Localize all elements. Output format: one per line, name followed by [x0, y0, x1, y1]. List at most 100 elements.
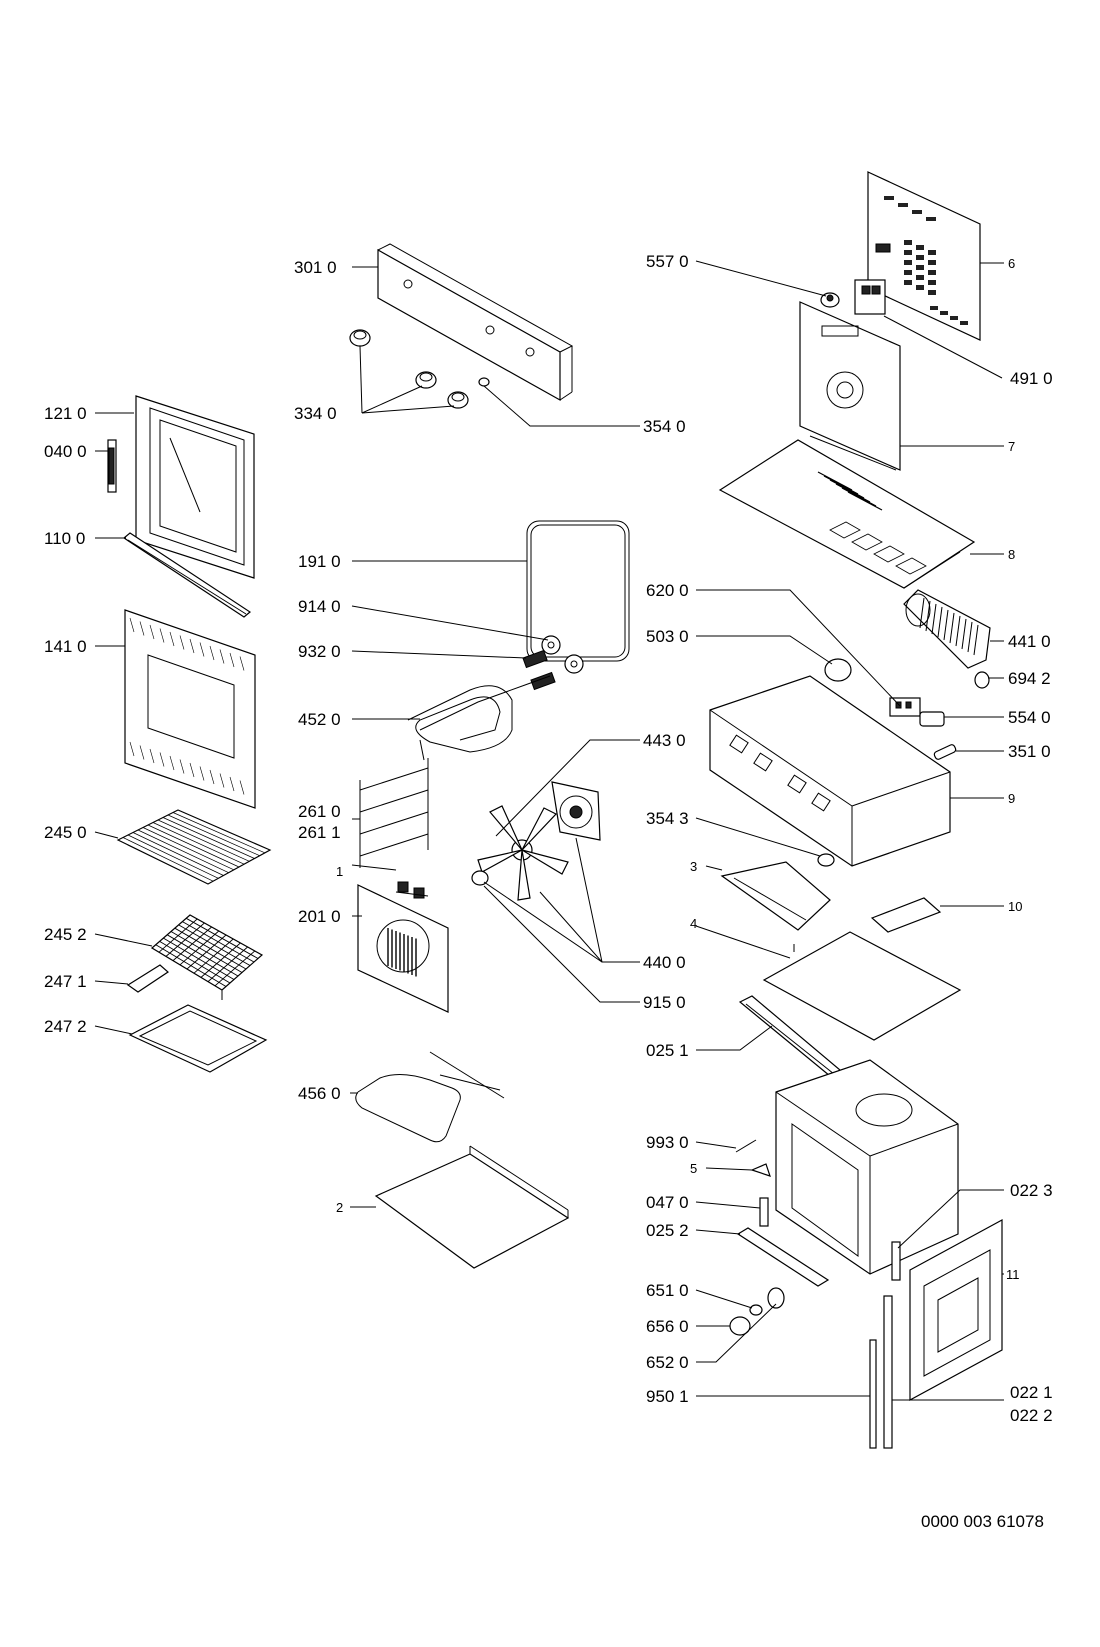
- bracket-022-3: [891, 1241, 901, 1281]
- label-354-3: 354 3: [646, 809, 689, 828]
- grill-heating-element: [407, 675, 551, 761]
- inner-door-frame: [135, 395, 255, 579]
- label-261-1: 261 1: [298, 823, 341, 842]
- label-191-0: 191 0: [298, 552, 341, 571]
- rear-cover-panel: [867, 171, 981, 341]
- front-frame: [909, 1218, 1003, 1402]
- label-7: 7: [1008, 439, 1015, 454]
- label-10: 10: [1008, 899, 1022, 914]
- timer-unit: [824, 658, 852, 682]
- label-261-0: 261 0: [298, 802, 341, 821]
- oven-top-plate: [762, 931, 962, 1041]
- label-452-0: 452 0: [298, 710, 341, 729]
- label-110-0: 110 0: [44, 529, 85, 548]
- label-557-0: 557 0: [646, 252, 689, 271]
- label-247-1: 247 1: [44, 972, 87, 991]
- rear-panel-clip: [395, 881, 429, 899]
- control-panel-front: [377, 243, 574, 402]
- label-025-1: 025 1: [646, 1041, 689, 1060]
- label-047-0: 047 0: [646, 1193, 689, 1212]
- label-8: 8: [1008, 547, 1015, 562]
- label-121-0: 121 0: [44, 404, 87, 423]
- thermostat-switch: [820, 292, 840, 308]
- label-141-0: 141 0: [44, 637, 87, 656]
- rear-fan-panel: [357, 884, 449, 1013]
- label-503-0: 503 0: [646, 627, 689, 646]
- fan-nut: [471, 870, 489, 886]
- label-652-0: 652 0: [646, 1353, 689, 1372]
- label-993-0: 993 0: [646, 1133, 689, 1152]
- side-rail-025-2: [736, 1227, 830, 1287]
- label-025-2: 025 2: [646, 1221, 689, 1240]
- part-labels: 301 0 334 0 354 0 121 0 040 0 110 0 141 …: [44, 252, 1053, 1531]
- label-9: 9: [1008, 791, 1015, 806]
- rear-mounting-plate: [799, 301, 901, 471]
- fan-motor: [551, 781, 601, 841]
- label-247-2: 247 2: [44, 1017, 87, 1036]
- small-cover-plate: [870, 897, 942, 933]
- control-housing: [709, 675, 951, 867]
- side-shelf-rails: [359, 758, 429, 868]
- tangential-fan: [903, 589, 991, 669]
- element-nuts: [522, 635, 584, 691]
- oven-cavity: [775, 1059, 959, 1275]
- rail-022: [883, 1295, 893, 1449]
- label-694-2: 694 2: [1008, 669, 1051, 688]
- label-3: 3: [690, 859, 697, 874]
- clip-5: [750, 1163, 771, 1177]
- fan-blade: [477, 805, 569, 901]
- indicator-lens: [478, 377, 490, 387]
- label-6: 6: [1008, 256, 1015, 271]
- knob-651: [749, 1304, 763, 1316]
- label-1: 1: [336, 864, 343, 879]
- bottom-cover-plate: [374, 1145, 570, 1269]
- label-354-0: 354 0: [643, 417, 686, 436]
- label-11: 11: [1006, 1267, 1020, 1282]
- relay-block: [854, 279, 886, 315]
- label-245-2: 245 2: [44, 925, 87, 944]
- grid-handle: [126, 964, 169, 993]
- oven-shelf-rack: [116, 809, 272, 885]
- label-022-1: 022 1: [1010, 1383, 1053, 1402]
- lens-354-3: [817, 853, 835, 867]
- door-hinge: [107, 439, 117, 493]
- label-456-0: 456 0: [298, 1084, 341, 1103]
- label-915-0: 915 0: [643, 993, 686, 1012]
- label-440-0: 440 0: [643, 953, 686, 972]
- drip-tray: [128, 1004, 268, 1073]
- label-301-0: 301 0: [294, 258, 337, 277]
- hinge-bracket-047: [759, 1197, 769, 1227]
- label-022-2: 022 2: [1010, 1406, 1053, 1425]
- label-620-0: 620 0: [646, 581, 689, 600]
- grill-grid: [150, 914, 264, 1000]
- leader-lines: [94, 260, 1004, 1401]
- drawing-number: 0000 003 61078: [921, 1512, 1044, 1531]
- label-040-0: 040 0: [44, 442, 87, 461]
- door-gasket: [526, 520, 630, 662]
- label-443-0: 443 0: [643, 731, 686, 750]
- label-554-0: 554 0: [1008, 708, 1051, 727]
- control-knobs: [349, 329, 469, 409]
- label-491-0: 491 0: [1010, 369, 1053, 388]
- fan-connector: [974, 671, 990, 689]
- screw-993: [735, 1139, 757, 1153]
- label-5: 5: [690, 1161, 697, 1176]
- label-656-0: 656 0: [646, 1317, 689, 1336]
- label-245-0: 245 0: [44, 823, 87, 842]
- knob-652: [767, 1287, 785, 1309]
- signal-lamp: [933, 744, 957, 760]
- rail-950-1: [869, 1339, 877, 1449]
- label-932-0: 932 0: [298, 642, 341, 661]
- door-profile-strip: [122, 532, 252, 618]
- label-950-1: 950 1: [646, 1387, 689, 1406]
- top-cover-plate: [718, 439, 976, 589]
- label-334-0: 334 0: [294, 404, 337, 423]
- label-351-0: 351 0: [1008, 742, 1051, 761]
- label-914-0: 914 0: [298, 597, 341, 616]
- label-651-0: 651 0: [646, 1281, 689, 1300]
- side-bracket: [720, 861, 831, 931]
- lamp-holder: [919, 711, 945, 727]
- lower-heating-element: [355, 1051, 505, 1143]
- label-4: 4: [690, 916, 697, 931]
